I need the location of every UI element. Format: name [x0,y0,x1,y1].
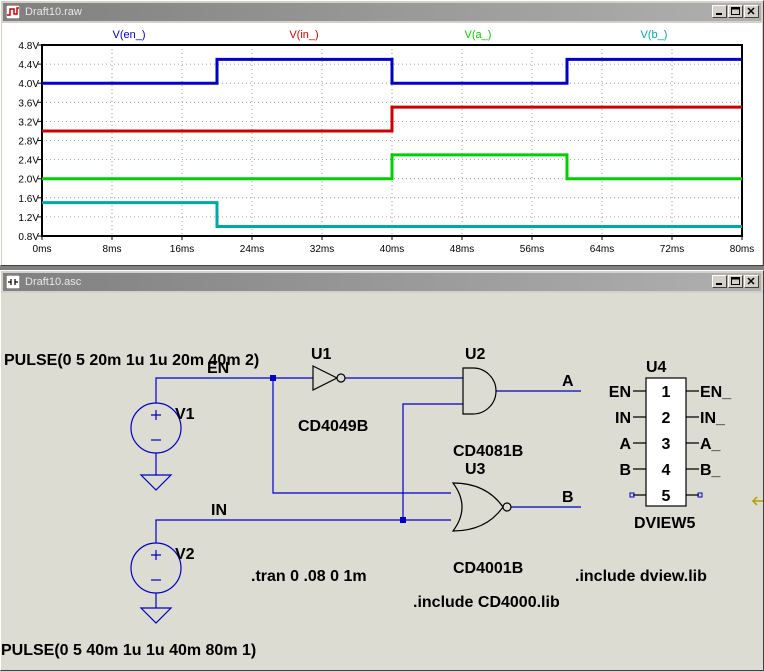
waveform-titlebar[interactable]: Draft10.raw [3,3,761,21]
u1-inverter[interactable] [312,365,346,391]
waveform-title: Draft10.raw [25,6,82,18]
maximize-button[interactable] [728,275,743,288]
u2-label: U2 [465,346,486,363]
y-tick-label: 4.4V [18,60,39,71]
x-tick-label: 24ms [240,244,264,255]
dview-right-label: IN_ [700,410,726,427]
net-label-en: EN [207,360,229,377]
u2-part-label: CD4081B [453,443,523,460]
u2-and-gate[interactable] [462,367,497,415]
u3-part-label: CD4001B [453,560,523,577]
dview-right-label: B_ [700,462,722,479]
minimize-icon [716,283,722,285]
y-tick-label: 2.8V [18,137,39,148]
trace-label[interactable]: V(b_) [641,29,668,41]
junction-dot [270,375,276,381]
x-tick-label: 8ms [103,244,122,255]
minimize-button[interactable] [712,275,727,288]
maximize-icon [731,7,740,15]
tran-directive[interactable]: .tran 0 .08 0 1m [251,568,367,585]
v1-label: V1 [175,406,195,423]
u4-dview5[interactable]: 1 2 3 4 5 EN IN AB EN_ IN_ A_ B_ [609,377,732,507]
dview-pin-number: 4 [662,462,671,479]
include-cd4000-directive[interactable]: .include CD4000.lib [413,594,560,611]
close-icon [747,277,755,285]
net-label-in: IN [211,502,227,519]
u1-label: U1 [311,346,332,363]
x-tick-label: 72ms [660,244,684,255]
dview-right-label: EN_ [700,384,732,401]
schematic-title: Draft10.asc [25,276,82,288]
schematic-window: Draft10.asc [0,270,764,671]
v1-voltage-source[interactable] [130,402,182,454]
dview-pin-number: 5 [662,488,671,505]
x-tick-label: 16ms [170,244,194,255]
plot-frame [41,44,743,237]
dview-pin-number: 3 [662,436,671,453]
y-tick-label: 3.6V [18,98,39,109]
waveform-window: Draft10.raw V(en_) V(in_) V(a_) V(b_) 4.8V 4… [0,0,764,266]
waveform-plot-area[interactable]: V(en_) V(in_) V(a_) V(b_) 4.8V 4.4V 4.0V 3.6V 3… [2,23,762,265]
u3-label: U3 [465,461,486,478]
x-tick-label: 0ms [33,244,52,255]
dview-pin-number: 2 [662,410,671,427]
net-label-b: B [562,489,574,506]
x-tick-label: 64ms [590,244,614,255]
junction-dot [400,517,406,523]
y-tick-label: 4.0V [18,79,39,90]
dview-right-label: A_ [700,436,722,453]
minimize-icon [716,13,722,15]
y-tick-label: 1.2V [18,213,39,224]
waveform-icon [6,5,20,19]
v2-voltage-source[interactable] [130,542,182,594]
trace-label[interactable]: V(in_) [289,29,318,41]
schematic-titlebar[interactable]: Draft10.asc [3,273,761,291]
close-button[interactable] [744,5,759,18]
series-line[interactable] [42,201,742,228]
dview-left-label: A [619,436,631,453]
series-line[interactable] [42,153,742,181]
y-tick-label: 0.8V [18,232,39,243]
ground-symbol [139,474,173,491]
maximize-icon [731,277,740,285]
u4-part-label: DVIEW5 [634,515,695,532]
x-tick-label: 40ms [380,244,404,255]
v2-label: V2 [175,546,195,563]
dview-left-label: B [619,462,631,479]
ground-symbol [139,607,173,624]
x-tick-label: 32ms [310,244,334,255]
x-tick-label: 56ms [520,244,544,255]
y-tick-label: 2.0V [18,175,39,186]
u1-part-label: CD4049B [298,418,368,435]
series-line[interactable] [42,57,742,85]
x-tick-label: 48ms [450,244,474,255]
series-line[interactable] [42,105,742,133]
include-dview-directive[interactable]: .include dview.lib [575,568,707,585]
v1-pulse-directive[interactable]: PULSE(0 5 20m 1u 1u 20m 40m 2) [4,352,259,369]
net-label-a: A [562,373,574,390]
dview-pin-number: 1 [662,384,671,401]
close-icon [747,7,755,15]
arrow-left-icon [751,496,763,506]
trace-label[interactable]: V(a_) [465,29,492,41]
y-tick-label: 4.8V [18,41,39,52]
v2-pulse-directive[interactable]: PULSE(0 5 40m 1u 1u 40m 80m 1) [1,642,256,659]
schematic-icon [6,275,20,289]
dview-left-label: EN [609,384,631,401]
dview-left-label: IN [615,410,631,427]
trace-label[interactable]: V(en_) [112,29,145,41]
u4-label: U4 [646,359,667,376]
y-tick-label: 1.6V [18,194,39,205]
u3-nor-gate[interactable] [451,482,512,532]
x-tick-label: 80ms [730,244,754,255]
y-tick-label: 3.2V [18,117,39,128]
wires [155,377,581,608]
minimize-button[interactable] [712,5,727,18]
y-tick-label: 2.4V [18,156,39,167]
maximize-button[interactable] [728,5,743,18]
close-button[interactable] [744,275,759,288]
